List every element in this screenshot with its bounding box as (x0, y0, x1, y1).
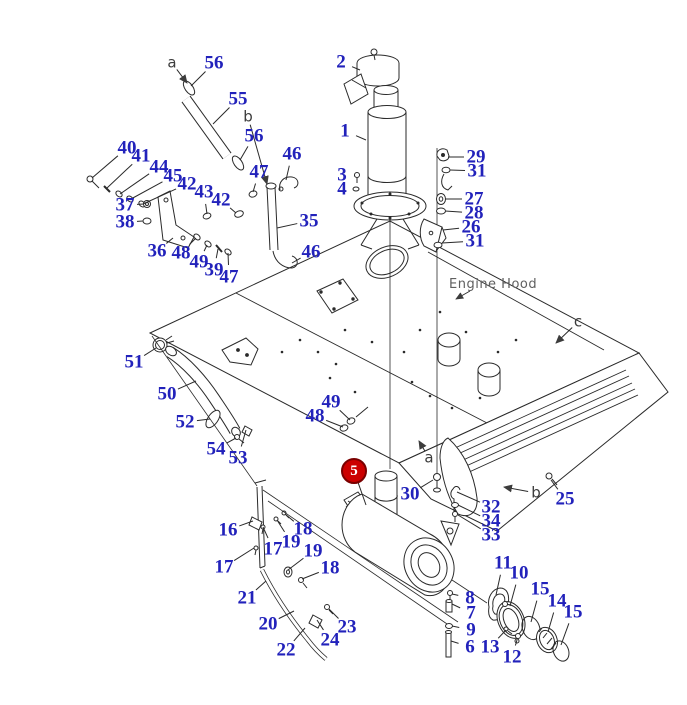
tube-55-art (181, 80, 245, 171)
callout-1[interactable]: 1 (340, 120, 350, 142)
callout-34[interactable]: 34 (481, 510, 501, 532)
callout-19[interactable]: 19 (303, 540, 323, 562)
callout-6[interactable]: 6 (465, 636, 475, 658)
outlet-parts-art (445, 579, 570, 662)
left-hardware-art (86, 175, 244, 256)
callout-21[interactable]: 21 (237, 587, 257, 609)
callout-35[interactable]: 35 (299, 210, 319, 232)
callout-28[interactable]: 28 (464, 202, 484, 224)
callout-17[interactable]: 17 (214, 556, 234, 578)
callout-31[interactable]: 31 (465, 230, 485, 252)
callout-32[interactable]: 32 (481, 496, 501, 518)
callout-4[interactable]: 4 (337, 178, 347, 200)
callout-7[interactable]: 7 (466, 602, 476, 624)
callout-30[interactable]: 30 (400, 483, 420, 505)
callout-31[interactable]: 31 (467, 160, 487, 182)
callout-56[interactable]: 56 (244, 125, 264, 147)
callout-46[interactable]: 46 (282, 143, 302, 165)
callout-15[interactable]: 15 (563, 601, 583, 623)
pipe-50-art (152, 335, 253, 444)
callout-41[interactable]: 41 (131, 145, 151, 167)
callout-47[interactable]: 47 (219, 266, 239, 288)
callout-48[interactable]: 48 (171, 242, 191, 264)
callout-15[interactable]: 15 (530, 578, 550, 600)
callout-11[interactable]: 11 (494, 552, 512, 574)
leader-lines (91, 66, 573, 646)
callout-2[interactable]: 2 (336, 51, 346, 73)
callout-37[interactable]: 37 (115, 194, 135, 216)
callout-44[interactable]: 44 (149, 156, 169, 178)
callout-38[interactable]: 38 (115, 211, 135, 233)
callout-50[interactable]: 50 (157, 383, 177, 405)
rod-35-art (248, 176, 299, 269)
callout-18[interactable]: 18 (320, 557, 340, 579)
selected-part-badge-5[interactable]: 5 (341, 458, 367, 484)
callout-42[interactable]: 42 (211, 189, 231, 211)
callout-55[interactable]: 55 (228, 88, 248, 110)
callout-36[interactable]: 36 (147, 240, 167, 262)
exhaust-stack-art (343, 48, 427, 469)
callout-49[interactable]: 49 (189, 251, 209, 273)
engine-hood-art (148, 220, 669, 532)
callout-45[interactable]: 45 (163, 165, 183, 187)
callout-46[interactable]: 46 (301, 241, 321, 263)
callout-42[interactable]: 42 (177, 173, 197, 195)
callout-8[interactable]: 8 (465, 587, 475, 609)
callout-12[interactable]: 12 (502, 646, 522, 668)
callout-18[interactable]: 18 (293, 518, 313, 540)
callout-51[interactable]: 51 (124, 351, 144, 373)
callout-24[interactable]: 24 (320, 629, 340, 651)
callout-25[interactable]: 25 (555, 488, 575, 510)
muffler-art (262, 406, 460, 627)
callout-19[interactable]: 19 (281, 531, 301, 553)
callout-39[interactable]: 39 (204, 259, 224, 281)
callout-22[interactable]: 22 (276, 639, 296, 661)
callout-49[interactable]: 49 (321, 391, 341, 413)
callout-54[interactable]: 54 (206, 438, 226, 460)
callout-9[interactable]: 9 (466, 619, 476, 641)
callout-53[interactable]: 53 (228, 447, 248, 469)
lower-left-art (151, 335, 334, 661)
callout-26[interactable]: 26 (461, 216, 481, 238)
callout-23[interactable]: 23 (337, 616, 357, 638)
callout-56[interactable]: 56 (204, 52, 224, 74)
callout-16[interactable]: 16 (218, 519, 238, 541)
callout-10[interactable]: 10 (509, 562, 529, 584)
right-hardware-art (419, 148, 558, 522)
callout-3[interactable]: 3 (337, 164, 347, 186)
callout-14[interactable]: 14 (547, 590, 567, 612)
callout-48[interactable]: 48 (305, 405, 325, 427)
callout-52[interactable]: 52 (175, 411, 195, 433)
callout-29[interactable]: 29 (466, 146, 486, 168)
callout-27[interactable]: 27 (464, 188, 484, 210)
callout-43[interactable]: 43 (194, 181, 214, 203)
callout-20[interactable]: 20 (258, 613, 278, 635)
callout-40[interactable]: 40 (117, 137, 137, 159)
callout-17[interactable]: 17 (263, 538, 283, 560)
callout-33[interactable]: 33 (481, 524, 501, 546)
callout-13[interactable]: 13 (480, 636, 500, 658)
callout-47[interactable]: 47 (249, 161, 269, 183)
